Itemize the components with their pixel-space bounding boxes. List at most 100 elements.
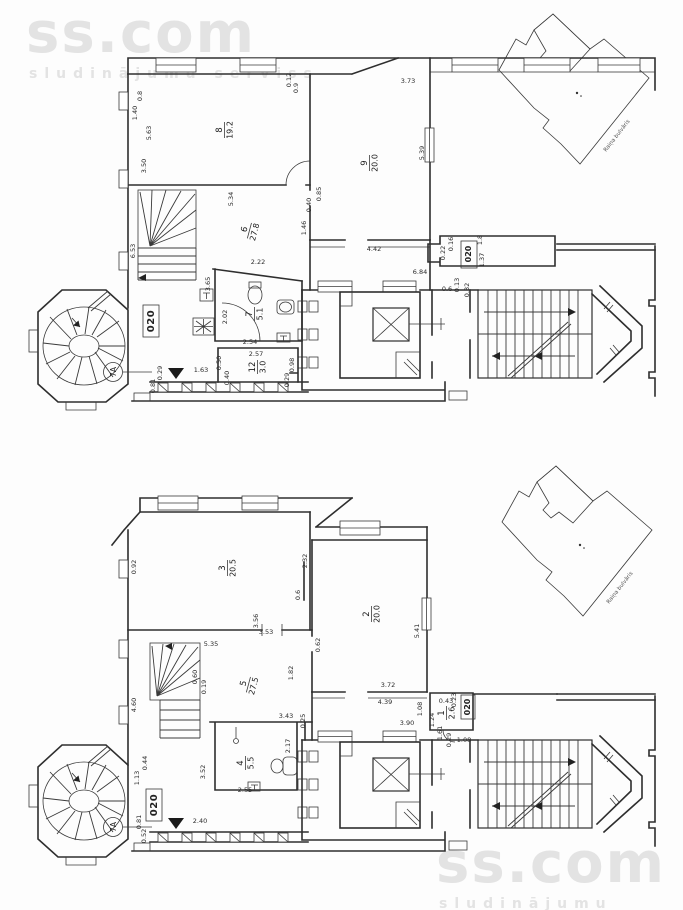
dimension-label: 0.22 [439,246,447,260]
dimension-label: 1.24 [428,713,436,727]
dimension-label: 3.43 [279,712,293,720]
dimension-label: 3.56 [252,614,260,628]
dimension-label: 5.41 [413,624,421,638]
watermark-bottom-right: ss.com sludinājumu serviss [436,836,683,910]
room-number: 1 [437,710,447,715]
dimension-labels: 5.63 3.50 1.40 0.8 0.12 0.9 5.34 6.53 3.… [129,73,486,393]
room-area: 5.1 [256,308,265,321]
room-label: 12 3.0 [248,360,268,374]
fixture-box [276,332,291,343]
dimension-label: 0.6 [294,590,302,600]
unit-number-plate: 020 [142,304,160,338]
stairwell-upper [131,243,656,402]
dimension-label: 0.16 [447,237,455,251]
dimension-label: 5.34 [227,192,235,206]
dimension-label: 4.60 [130,698,138,712]
dimension-labels: 0.92 2.32 0.6 3.56 5.35 3.53 0.60 0.19 1… [130,554,471,843]
wall-pilasters [118,559,129,725]
room-label: 2 20.0 [362,605,382,623]
watermark-tagline: sludinājumu serviss [439,896,613,910]
dimension-label: 3.72 [381,681,395,689]
lower-floor-plan: 020 020 3 20.5 2 20.0 5 27.5 [28,465,656,866]
room-area: 27.5 [247,676,260,696]
room-label: 4 5.5 [236,756,256,770]
site-key-plan-upper [498,13,650,165]
dimension-label: 2.55 [238,786,252,794]
dimension-label: 0.40 [305,198,313,212]
dimension-label: 1.08 [416,702,424,716]
stair-direction-arrow [138,274,146,281]
dimension-label: 2.17 [284,739,292,753]
dimension-label: 0.62 [314,638,322,652]
room-label: 8 19.2 [215,121,235,139]
winder-stair-upper [137,189,197,281]
dimension-label: 3.73 [401,77,415,85]
watermark-brand: ss.com [26,1,256,66]
dimension-label: 0.29 [445,733,453,747]
dimension-label: 6.53 [129,244,137,258]
bathroom-fixtures [233,727,298,792]
dimension-label: 0.44 [141,756,149,770]
unit-number: 020 [464,245,473,262]
dimension-label: 1.82 [287,666,295,680]
dimension-label: 1.08 [457,736,471,744]
unit-number: 020 [463,698,472,715]
dimension-label: 0.52 [140,829,148,843]
unit-number-plate: 020 [460,240,478,269]
room-label: 9 20.0 [360,154,380,172]
washing-machine-icon [192,317,215,336]
window-symbols [157,495,432,631]
unit-number-plate: 020 [460,694,476,720]
room-area: 27.8 [248,222,261,242]
site-key-plan-lower [501,465,653,617]
room-area: 2.6 [448,707,457,720]
stairwell-lower [131,693,656,852]
dimension-label: 2.54 [243,338,257,346]
dimension-label: 0.25 [299,714,307,728]
stair-direction-arrow [165,643,172,650]
dimension-label: 0.81 [149,379,157,393]
dimension-label: 0.85 [315,187,323,201]
tower-lower [28,744,153,866]
room-number: 9 [360,160,370,165]
room-number: 2 [362,611,372,616]
room-area: 3.0 [259,361,268,374]
dimension-label: 3.52 [199,765,207,779]
dimension-label: 0.50 [215,356,223,370]
dimension-label: 0.40 [223,371,231,385]
unit-number-plate: 020 [145,788,163,822]
room-number: 7 [245,311,255,316]
dimension-label: 0.19 [200,680,208,694]
dimension-label: 2.57 [249,350,263,358]
fixture-box [247,781,261,792]
winder-stair-lower [149,642,201,739]
unit-number: 020 [146,310,157,332]
room-area: 20.0 [373,605,382,623]
dimension-label: 3.53 [259,628,273,636]
toilet-icon [247,285,263,305]
dimension-label: 2.22 [251,258,265,266]
dimension-label: 0.60 [191,670,199,684]
dimension-label: 1.61 [436,726,444,740]
dimension-label: 5.35 [204,640,218,648]
room-area: 19.2 [226,121,235,139]
sink-icon [276,299,295,315]
room-number: 6 [240,226,251,234]
door-pivot [233,738,239,744]
dimension-label: 1.40 [131,106,139,120]
room-label: 7 5.1 [245,307,265,321]
window-symbols [155,57,641,163]
dimension-label: 3.50 [140,159,148,173]
room-area: 20.0 [371,154,380,172]
dimension-label: 1.46 [300,221,308,235]
room-number: 5 [239,680,250,688]
unit-number: 020 [149,794,160,816]
upper-floor-plan: 020 020 8 19.2 9 20.0 6 27.8 [28,13,656,411]
dimension-label: 0.29 [156,366,164,380]
dimension-label: 5.39 [418,146,426,160]
door-swing-arc [221,302,261,342]
toilet-tank [248,281,262,289]
room-label: 6 27.8 [240,222,262,242]
